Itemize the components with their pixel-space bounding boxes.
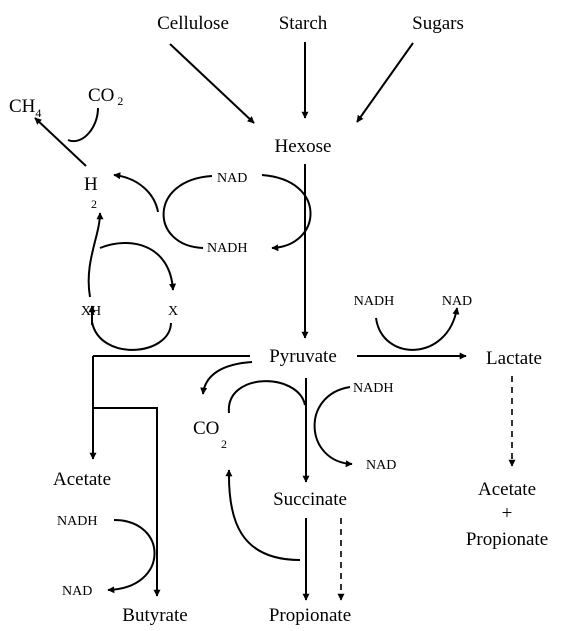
lactate-propionate-label: Propionate (466, 529, 548, 550)
arrow-nadh-to-nad-lactate (375, 307, 460, 351)
co2-mid-subscript: 2 (221, 437, 227, 451)
starch-label: Starch (279, 13, 328, 34)
arrow-sugars-to-hexose (356, 42, 414, 123)
ch4-main: CH (9, 96, 36, 117)
line-to-butyrate (93, 407, 161, 597)
ch4-subscript: 4 (35, 106, 41, 120)
h2-label: H (84, 174, 98, 195)
lactate-acetate-label: Acetate (478, 479, 536, 500)
nadh-succinate-label: NADH (353, 381, 393, 396)
arrow-xh-to-h2 (87, 212, 104, 298)
arrow-cellulose-to-hexose (169, 43, 255, 124)
sugars-label: Sugars (412, 13, 464, 34)
arrow-nadh-to-nad-succinate (313, 386, 353, 468)
arrow-h2-to-ch4 (34, 117, 87, 167)
nadh-hexose-label: NADH (207, 241, 247, 256)
arrow-co2-loop-over-pyruvate (227, 380, 306, 414)
arrow-to-h2-from-hexose-loop (113, 172, 159, 213)
h2-main: H (84, 174, 98, 195)
butyrate-label: Butyrate (122, 605, 187, 626)
lactate-label: Lactate (486, 348, 542, 369)
nadh-butyrate-label: NADH (57, 514, 97, 529)
arrow-succinate-loop-to-co2 (225, 469, 301, 561)
co2-mid-label: CO (193, 418, 219, 439)
nad-butyrate-label: NAD (62, 584, 92, 599)
acetate-label: Acetate (53, 469, 111, 490)
ch4-label: CH4 (9, 96, 41, 120)
pyruvate-label: Pyruvate (269, 346, 337, 367)
co2-mid-main: CO (193, 418, 219, 439)
co2-top-subscript: 2 (117, 94, 123, 108)
arrow-nad-to-nadh-hexose (261, 174, 312, 252)
hexose-label: Hexose (275, 136, 332, 157)
arrow-nadh-to-nad-butyrate (107, 519, 156, 594)
x-label: X (168, 304, 178, 319)
nad-succinate-label: NAD (366, 458, 396, 473)
cellulose-label: Cellulose (157, 13, 229, 34)
co2-top-main: CO (88, 85, 114, 106)
succinate-label: Succinate (273, 489, 347, 510)
nad-hexose-label: NAD (217, 171, 247, 186)
arrow-x-to-xh (91, 321, 172, 351)
lactate-plus-label: + (502, 503, 513, 524)
h2-subscript: 2 (91, 197, 97, 211)
nad-lactate-label: NAD (442, 294, 472, 309)
arrow-h2-loop-to-x (99, 242, 177, 291)
arrow-pyruvate-to-co2 (200, 361, 253, 395)
propionate-label: Propionate (269, 605, 351, 626)
arrow-co2-to-ch4-curve (67, 107, 99, 143)
arrow-nadh-to-h2-loop (162, 175, 213, 249)
nadh-lactate-label: NADH (354, 294, 394, 309)
